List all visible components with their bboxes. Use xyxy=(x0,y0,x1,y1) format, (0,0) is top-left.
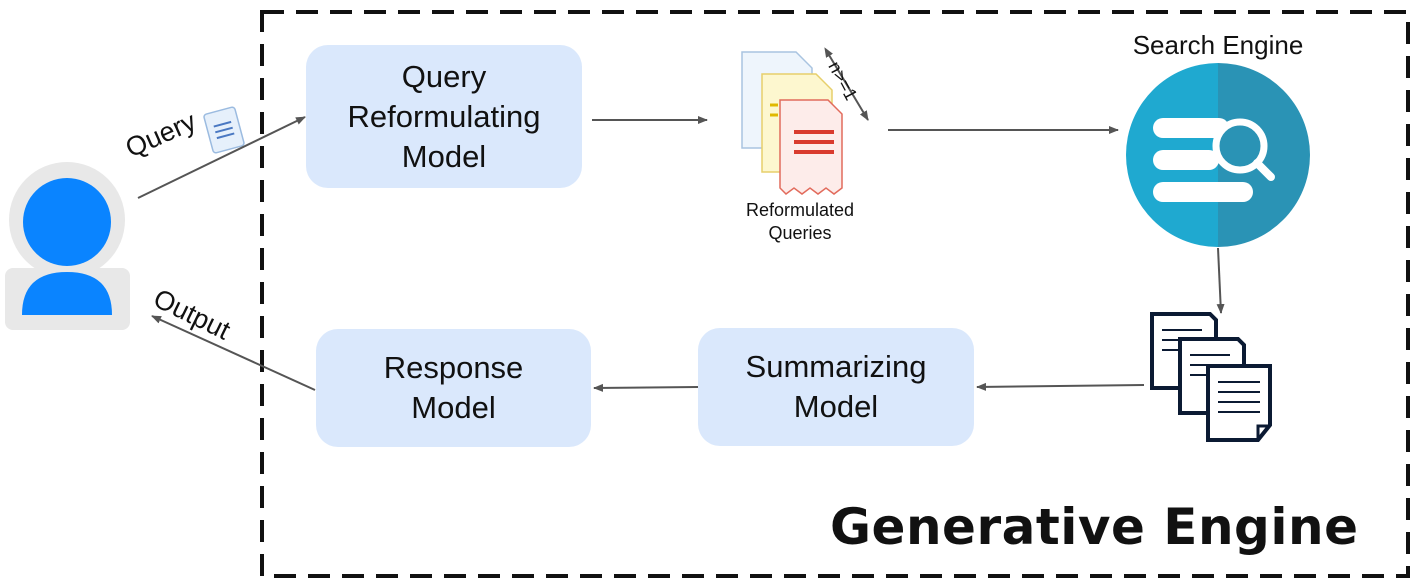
query-reformulating-line-1: Query xyxy=(401,58,487,94)
generative-engine-title: Generative Engine xyxy=(830,498,1359,556)
query-reformulating-line-3: Model xyxy=(401,138,487,174)
output-arrow xyxy=(151,315,316,391)
reformulated-queries-line-2: Queries xyxy=(768,223,832,243)
search-engine-icon xyxy=(1126,63,1310,247)
query-reformulating-model: Query Reformulating Model xyxy=(306,45,582,188)
summarizing-line-1: Summarizing xyxy=(745,349,927,384)
generative-engine-boundary xyxy=(260,10,1410,578)
response-line-1: Response xyxy=(383,350,524,385)
count-double-arrow xyxy=(824,47,869,121)
query-arrow xyxy=(137,116,306,199)
query-reformulating-line-2: Reformulating xyxy=(347,98,541,134)
query-document-icon xyxy=(203,106,245,154)
retrieved-documents-icon xyxy=(1150,312,1272,442)
documents-to-summarizing-arrow xyxy=(976,382,1145,391)
reformulated-queries-label: Reformulated Queries xyxy=(725,199,875,245)
reformulated-queries-icon xyxy=(741,51,843,195)
search-to-documents-arrow xyxy=(1216,247,1225,314)
search-engine-label: Search Engine xyxy=(1132,30,1304,60)
user-icon xyxy=(5,162,130,330)
summarizing-to-response-arrow xyxy=(593,383,699,392)
summarizing-model: Summarizing Model xyxy=(698,328,974,446)
reformulated-queries-line-1: Reformulated xyxy=(745,200,855,220)
summarizing-line-2: Model xyxy=(793,389,879,424)
response-line-2: Model xyxy=(411,390,496,425)
response-model: Response Model xyxy=(316,329,591,447)
